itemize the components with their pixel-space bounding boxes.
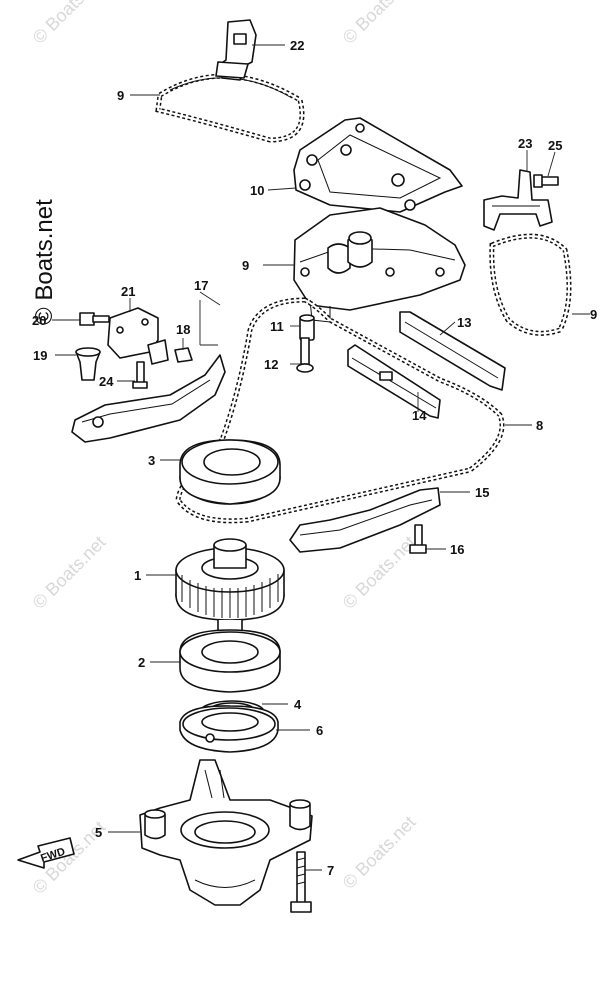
callout-24: 23 (518, 136, 532, 151)
bolt-part (533, 174, 559, 188)
callout-11: 10 (250, 183, 264, 198)
brand-watermark: © Boats.net (31, 199, 58, 325)
leader-lines (52, 44, 590, 871)
callout-6: 6 (316, 723, 323, 738)
callout-26: 25 (548, 138, 562, 153)
collar-part (75, 347, 101, 381)
callout-12: 11 (270, 319, 284, 334)
timing-chain-small-top (155, 73, 305, 143)
callout-8: 8 (536, 418, 543, 433)
callout-17: 16 (450, 542, 464, 557)
gasket-part (293, 117, 463, 213)
callout-9-right: 9 (590, 307, 597, 322)
callout-15: 14 (412, 408, 427, 423)
watermark-tile: © Boats.net (339, 812, 420, 893)
chain-guide-bracket-part (483, 169, 553, 231)
callout-25: 24 (99, 374, 114, 389)
callout-3: 3 (148, 453, 155, 468)
callout-9-top: 9 (117, 88, 124, 103)
callout-16: 15 (475, 485, 489, 500)
callout-21: 20 (32, 313, 46, 328)
callout-4: 4 (294, 697, 302, 712)
watermark-tile: © Boats.net (29, 532, 110, 613)
callout-14: 13 (457, 315, 471, 330)
callout-19: 18 (176, 322, 190, 337)
callout-7: 7 (327, 863, 334, 878)
callout-2: 2 (138, 655, 145, 670)
timing-chain-main (175, 297, 505, 524)
timing-gear-part (175, 538, 285, 645)
gasket-ring-part (179, 705, 279, 753)
callout-5: 5 (95, 825, 102, 840)
chain-tensioner-part (107, 307, 169, 365)
bolt-part (79, 312, 110, 326)
watermark-tile: © Boats.net (339, 0, 420, 48)
chain-guide-upper-part (399, 311, 506, 391)
idler-housing-part (139, 759, 313, 906)
bolt-part (296, 337, 314, 373)
callout-13: 12 (264, 357, 278, 372)
callout-labels: 22 9 10 9 23 25 9 13 14 11 12 8 15 16 17… (32, 38, 597, 878)
watermark-tile: © Boats.net (29, 0, 110, 48)
chain-guide-side-part (289, 487, 441, 553)
callout-20: 19 (33, 348, 47, 363)
callout-1: 1 (134, 568, 141, 583)
bearing-upper-part (179, 439, 281, 505)
tensioner-clip-part (215, 19, 257, 81)
oil-pump-housing-part (293, 207, 466, 323)
chain-tensioner-shoe-part (71, 354, 226, 443)
bolt-part (132, 361, 148, 389)
bolt-part (290, 851, 312, 913)
dowel-pin-part (299, 314, 315, 341)
washer-part (174, 347, 193, 363)
timing-chain-small-right (489, 233, 572, 336)
gear-teeth (181, 574, 279, 618)
bearing-lower-part (179, 629, 281, 693)
chain-guide-lower-part (347, 344, 441, 419)
callout-23: 22 (290, 38, 304, 53)
callout-10: 9 (242, 258, 249, 273)
callout-22: 21 (121, 284, 135, 299)
callout-18: 17 (194, 278, 208, 293)
